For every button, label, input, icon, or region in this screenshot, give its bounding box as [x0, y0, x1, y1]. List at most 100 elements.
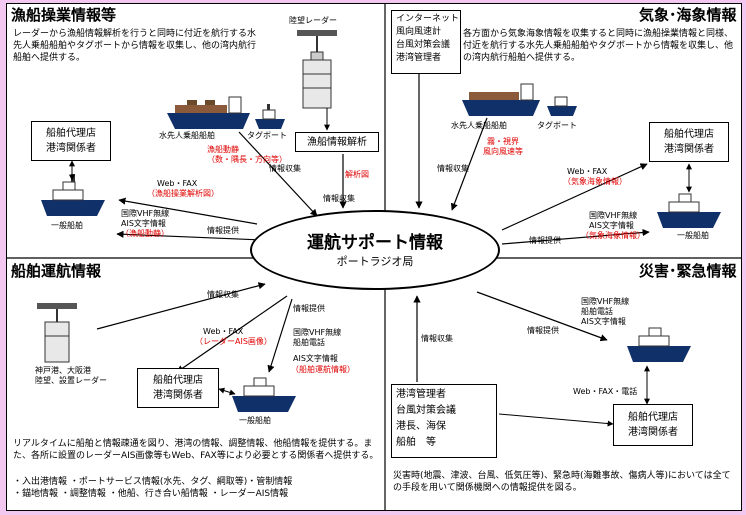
fishing-web-fax: Web・FAX	[157, 179, 198, 188]
disaster-source-box: 港湾管理者 台風対策会議 港長、海保 船舶 等	[391, 384, 497, 458]
radar-collect-arrow	[96, 282, 266, 330]
vhf-arrow-bl	[267, 298, 293, 373]
navigation-vhf-line-3: AIS文字情報	[293, 354, 338, 363]
fishing-trend-1: 漁船動静	[207, 145, 239, 154]
disaster-title: 災害･緊急情報	[639, 262, 737, 280]
weather-description: 各方面から気象海象情報を収集すると同時に漁船操業情報と同様、付近を航行する水先人…	[463, 29, 734, 63]
fishing-agent-line-1: 船舶代理店	[46, 128, 96, 139]
disaster-web-fax-phone: Web・FAX・電話	[573, 387, 638, 396]
vhf-arrow-br	[476, 291, 608, 342]
radar-icon	[297, 30, 337, 109]
disaster-provide-label: 情報提供	[527, 326, 559, 335]
navigation-description: リアルタイムに船舶と情報疎通を図り、港湾の情報、調整情報、他船情報を提供する。ま…	[13, 439, 379, 461]
general-ship-icon-bl	[232, 377, 296, 412]
weather-pilot-ship-label: 水先人乗船船舶	[451, 121, 507, 130]
disaster-collect-label: 情報収集	[421, 334, 453, 343]
pilot-ship-icon	[167, 96, 250, 129]
disaster-agent-box: 船舶代理店 港湾関係者	[613, 404, 693, 446]
fishing-pilot-ship-label: 水先人乗船船舶	[159, 131, 215, 140]
fishing-analysis-box: 漁船情報解析	[295, 132, 379, 152]
weather-collect-label: 情報収集	[437, 164, 469, 173]
weather-tug-label: タグボート	[537, 121, 577, 130]
tug-boat-icon-tr	[547, 96, 577, 116]
navigation-bullet-1: ・入出港情報 ・ポートサービス情報(水先、タグ、綱取等)・管制情報	[13, 477, 293, 487]
source-to-agent-arrow	[498, 413, 614, 427]
general-ship-icon-br	[627, 327, 691, 362]
disaster-source-2: 台風対策会議	[396, 405, 456, 416]
navigation-vhf-line-2: 船舶電話	[293, 338, 325, 347]
pilot-ship-icon-tr	[462, 83, 540, 116]
weather-agent-line-1: 船舶代理店	[664, 129, 714, 140]
weather-title: 気象･海象情報	[639, 6, 737, 24]
weather-agent-box: 船舶代理店 港湾関係者	[649, 122, 729, 162]
weather-source-4: 港湾管理者	[396, 53, 442, 63]
weather-web-fax-item: （気象海象情報）	[563, 177, 627, 186]
port-radio-ellipse: 運航サポート情報 ポートラジオ局	[250, 210, 500, 290]
tug-boat-icon	[255, 104, 285, 129]
vhf-arrow-tr	[501, 228, 650, 245]
fishing-description: レーダーから漁船情報解析を行うと同時に付近を航行する水先人乗船船舶やタグボートか…	[13, 29, 257, 63]
weather-source-1: インターネット	[396, 14, 460, 24]
fishing-provide-label: 情報提供	[207, 226, 239, 235]
fishing-tug-label: タグボート	[247, 131, 287, 140]
general-ship-icon	[41, 174, 105, 216]
navigation-bullet-2: ・錨地情報 ・調整情報 ・他船、行き合い船情報 ・レーダーAIS情報	[13, 489, 289, 499]
fishing-agent-line-2: 港湾関係者	[46, 143, 96, 154]
fishing-analysis-chart: 解析図	[345, 170, 369, 179]
disaster-source-4: 船舶 等	[396, 437, 436, 448]
radar-icon-bl	[37, 303, 77, 363]
fishing-agent-box: 船舶代理店 港湾関係者	[31, 121, 111, 161]
fishing-collect-label: 情報収集	[269, 164, 301, 173]
weather-vhf-line-1: 国際VHF無線	[589, 211, 638, 220]
disaster-vhf-line-3: AIS文字情報	[581, 317, 626, 326]
weather-source-3: 台風対策会議	[396, 40, 451, 50]
vhf-arrow-tl	[116, 230, 263, 241]
fishing-general-ship-label: 一般船舶	[51, 221, 83, 230]
navigation-vhf-line-1: 国際VHF無線	[293, 328, 342, 337]
weather-vhf-item: （気象海象情報）	[581, 231, 645, 240]
fishing-vhf-line-1: 国際VHF無線	[121, 209, 170, 218]
weather-web-fax: Web・FAX	[567, 167, 608, 176]
web-fax-arrow-tr	[501, 163, 648, 231]
navigation-radar-label: 神戸港、大阪港 陸望、設置レーダー	[35, 366, 107, 385]
weather-provide-label: 情報提供	[529, 236, 561, 245]
disaster-source-3: 港長、海保	[396, 421, 446, 432]
navigation-general-ship-label: 一般船舶	[239, 416, 271, 425]
fishing-vhf-line-2: AIS文字情報	[121, 219, 166, 228]
disaster-agent-line-1: 船舶代理店	[628, 412, 678, 423]
weather-vhf-line-2: AIS文字情報	[589, 221, 634, 230]
center-subtitle: ポートラジオ局	[336, 254, 414, 268]
fishing-analysis-text: 漁船情報解析	[307, 136, 367, 148]
fishing-radar-label: 陸望レーダー	[289, 16, 337, 25]
disaster-vhf-line-2: 船舶電話	[581, 307, 613, 316]
navigation-web-fax: Web・FAX	[203, 327, 244, 336]
fishing-trend-2: （数・隅長・方向等）	[207, 155, 287, 164]
diagram-graphics	[7, 4, 741, 510]
weather-source-box: インターネット 風向風速計 台風対策会議 港湾管理者	[391, 10, 461, 74]
disaster-agent-line-2: 港湾関係者	[628, 427, 678, 438]
fishing-collect-label-2: 情報収集	[323, 194, 355, 203]
general-ship-icon-tr	[657, 193, 721, 228]
center-title: 運航サポート情報	[307, 232, 443, 253]
diagram-frame: 漁船操業情報等 レーダーから漁船情報解析を行うと同時に付近を航行する水先人乗船船…	[6, 3, 742, 511]
disaster-description: 災害時(地震、津波、台風、低気圧等)、緊急時(海難事故、傷病人等)においては全て…	[393, 471, 731, 493]
navigation-vhf-item: （船舶運航情報）	[291, 365, 355, 374]
agent-ship-link-bl	[218, 387, 236, 396]
fishing-vhf-item: （漁船動静）	[121, 229, 169, 238]
web-fax-arrow-tl	[118, 197, 258, 225]
weather-agent-line-2: 港湾関係者	[664, 144, 714, 155]
navigation-title: 船舶運航情報	[11, 262, 102, 280]
navigation-agent-box: 船舶代理店 港湾関係者	[137, 368, 219, 408]
navigation-web-fax-item: （レーダーAIS画像）	[195, 337, 272, 346]
web-fax-arrow-bl	[176, 295, 288, 373]
weather-source-2: 風向風速計	[396, 27, 442, 37]
disaster-vhf-line-1: 国際VHF無線	[581, 297, 630, 306]
navigation-agent-line-2: 港湾関係者	[153, 390, 203, 401]
weather-general-ship-label: 一般船舶	[677, 231, 709, 240]
weather-fog-2: 風向風速等	[483, 147, 523, 156]
disaster-source-1: 港湾管理者	[396, 389, 446, 400]
navigation-provide-label: 情報提供	[293, 304, 325, 313]
fishing-title: 漁船操業情報等	[11, 6, 117, 24]
ship-collect-arrow	[238, 131, 318, 217]
navigation-collect-label: 情報収集	[207, 290, 239, 299]
